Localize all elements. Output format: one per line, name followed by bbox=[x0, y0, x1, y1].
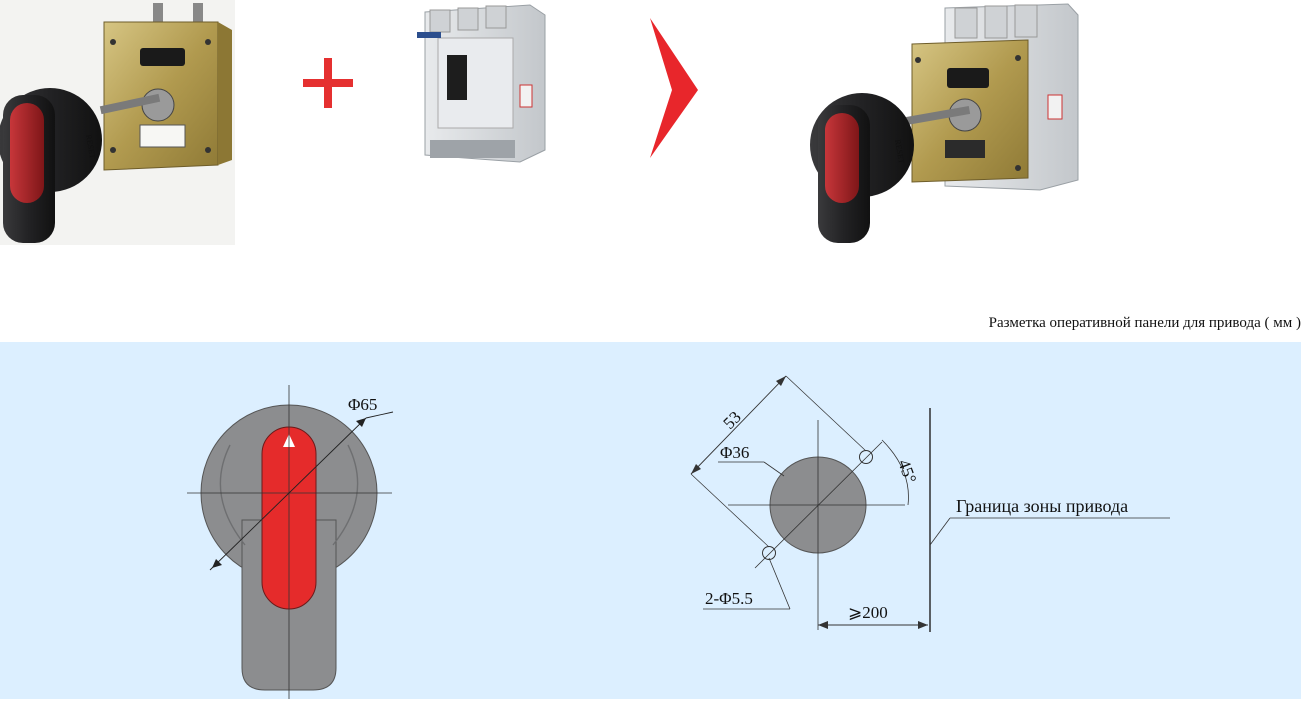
diameter-65-label: Φ65 bbox=[348, 395, 377, 414]
assembled-unit-photo: RESET bbox=[810, 3, 1079, 243]
small-holes-label: 2-Φ5.5 bbox=[705, 589, 753, 608]
plus-icon bbox=[303, 58, 353, 108]
distance-53-label: 53 bbox=[719, 407, 744, 432]
reset-text-1: RESET bbox=[84, 134, 97, 160]
circuit-breaker-photo bbox=[417, 4, 546, 163]
product-photos-svg: RESET bbox=[0, 0, 1079, 245]
product-photo-strip: RESET bbox=[0, 0, 1301, 320]
technical-drawing-panel: Φ65 53 Φ36 45° 2-Φ5. bbox=[0, 342, 1301, 699]
actuator-zone-boundary-label: Граница зоны привода bbox=[956, 496, 1128, 516]
min-clearance-200-label: ⩾200 bbox=[848, 603, 888, 622]
handle-front-view: Φ65 bbox=[187, 385, 394, 699]
angle-45-label: 45° bbox=[894, 457, 920, 486]
diameter-36-label: Φ36 bbox=[720, 443, 749, 462]
handle-with-plate-photo: RESET bbox=[0, 0, 235, 245]
panel-marking-caption: Разметка оперативной панели для привода … bbox=[988, 315, 1301, 331]
technical-drawing-svg: Φ65 53 Φ36 45° 2-Φ5. bbox=[187, 375, 1170, 699]
panel-cutout-view: 53 Φ36 45° 2-Φ5.5 Граница зоны привода ⩾… bbox=[690, 375, 1170, 632]
arrow-right-icon bbox=[650, 18, 698, 158]
reset-text-2: RESET bbox=[893, 139, 906, 165]
